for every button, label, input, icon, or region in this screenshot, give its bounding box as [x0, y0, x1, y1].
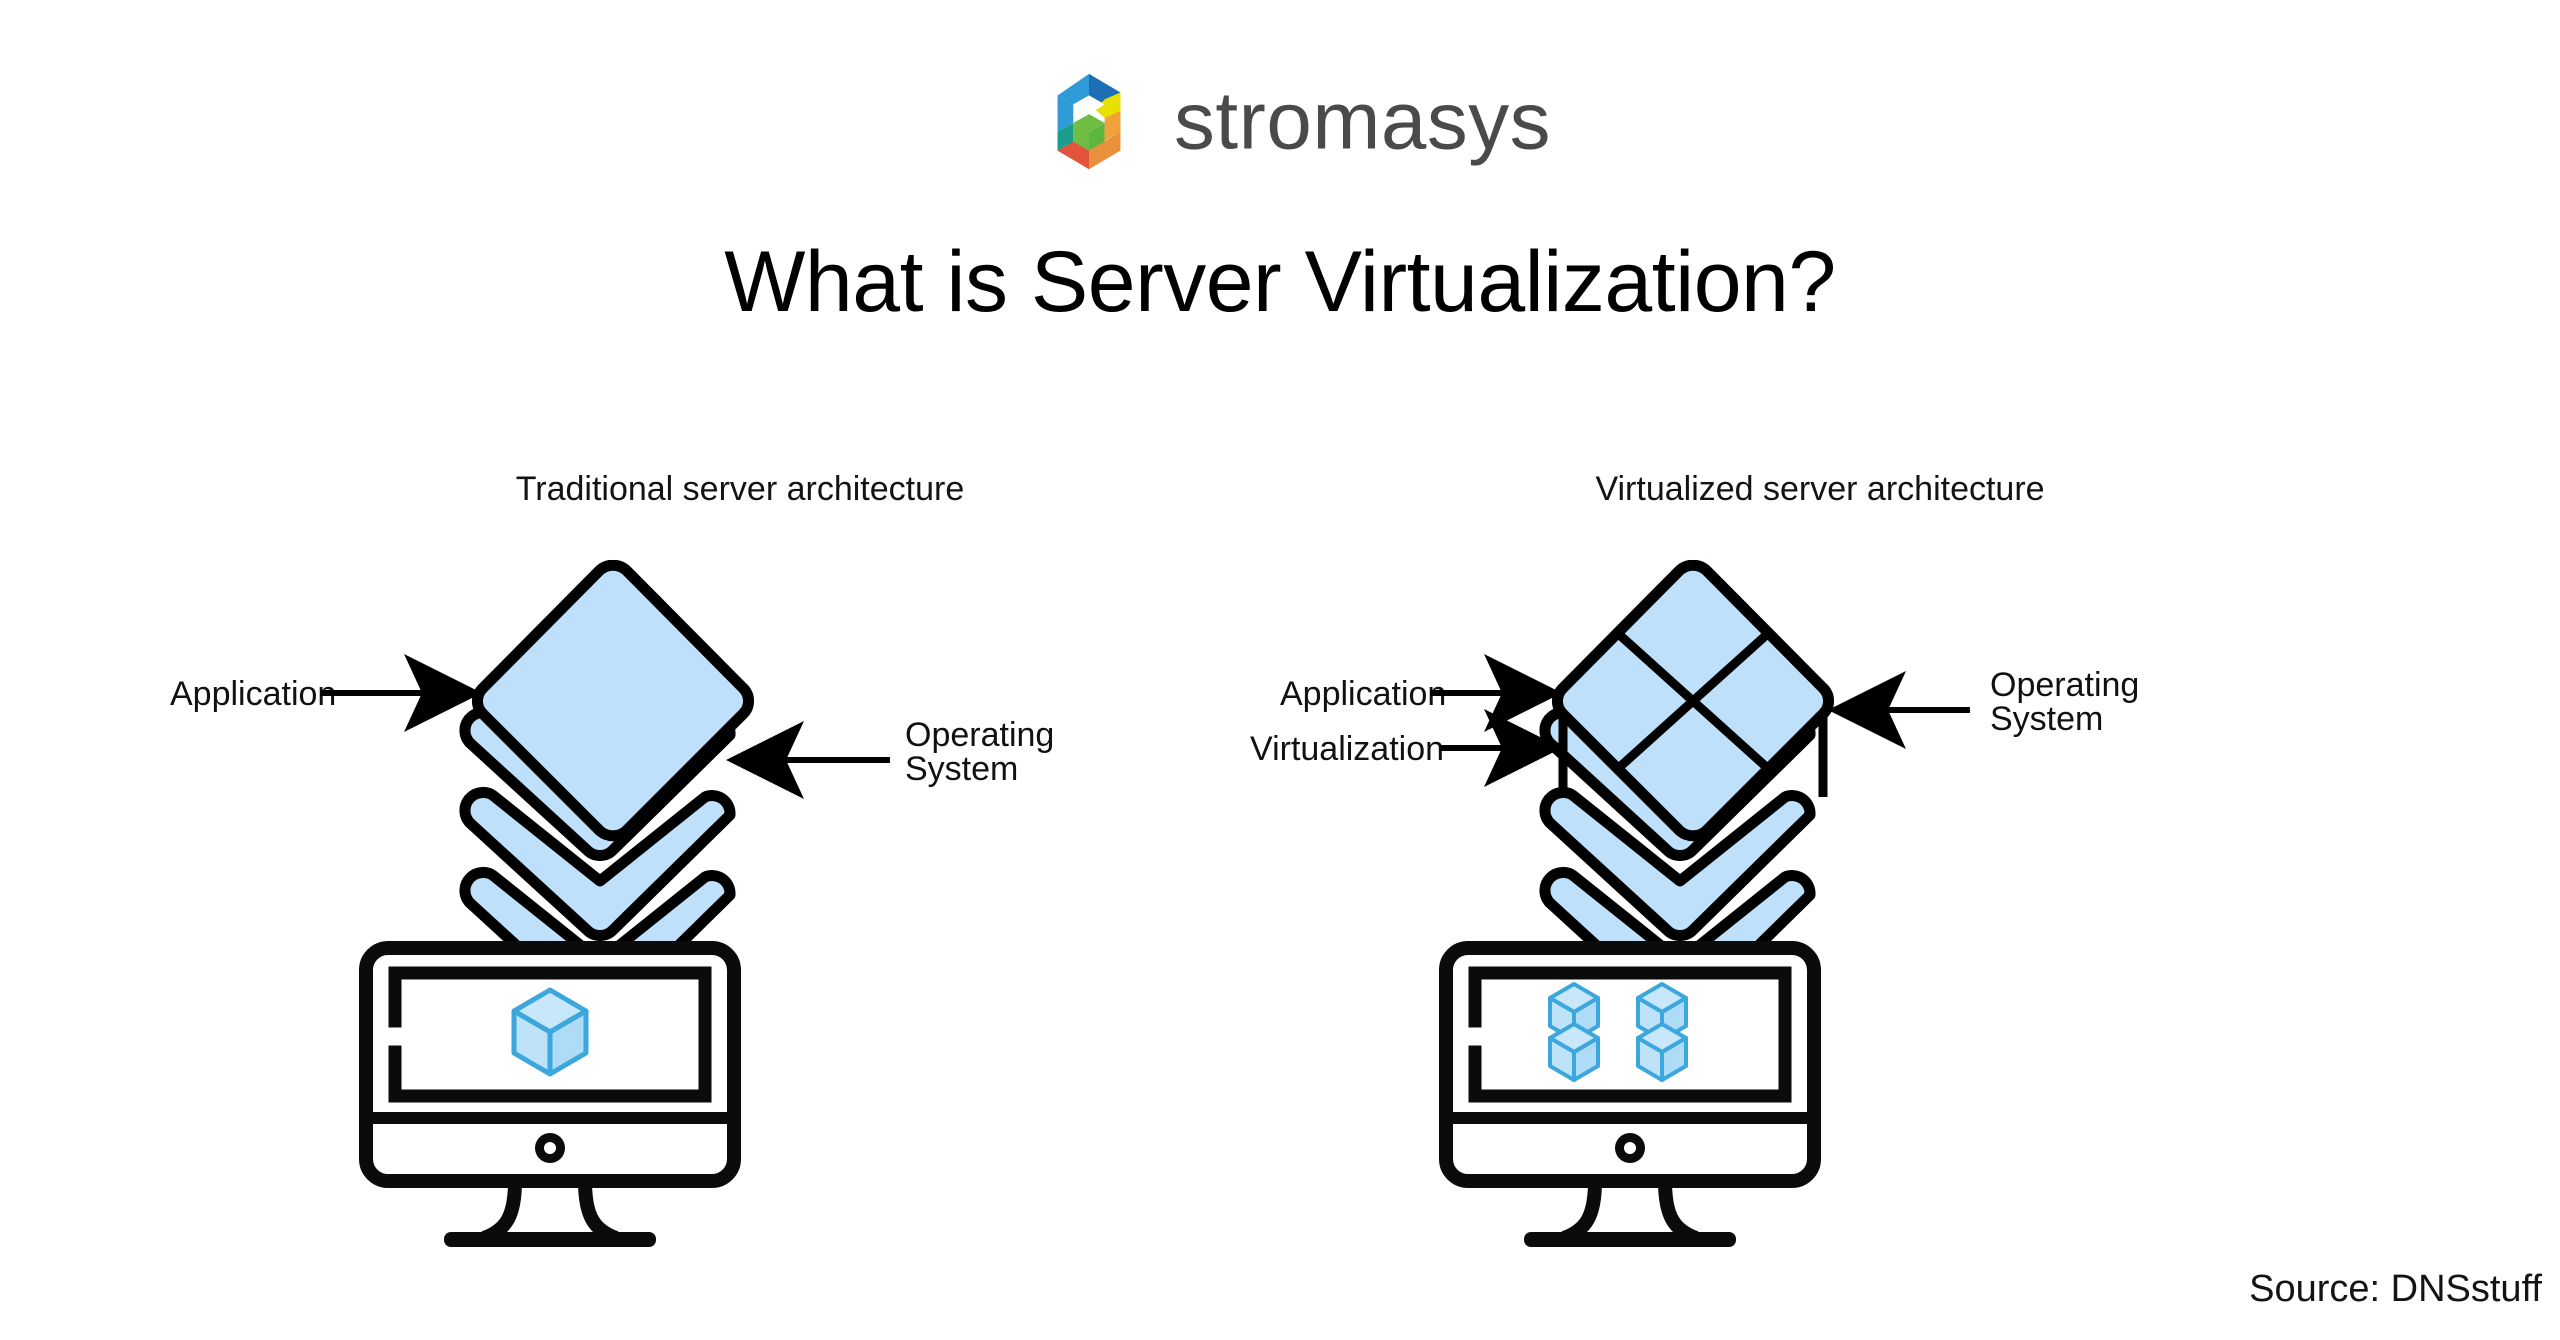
monitor-stand-left — [481, 1180, 522, 1245]
monitor-cube-3 — [1548, 1022, 1600, 1082]
layer-stack-traditional — [459, 560, 754, 1021]
stack-layer-3 — [459, 786, 736, 941]
monitor-stand-left — [1561, 1180, 1602, 1245]
annotation-application: Application — [1280, 654, 1562, 732]
heading-traditional: Traditional server architecture — [515, 470, 965, 508]
annotation-application: Application — [170, 654, 482, 732]
monitor-stand-right — [578, 1180, 619, 1245]
quadrant-divider-b — [1593, 610, 1793, 792]
traditional-architecture-svg: Application Operating System — [170, 560, 1054, 1247]
annotation-operating-system-line1: Operating — [905, 716, 1054, 754]
annotation-application-label: Application — [170, 675, 336, 713]
monitor-stand-right — [1658, 1180, 1699, 1245]
annotation-virtualization-label: Virtualization — [1250, 730, 1444, 768]
annotation-operating-system: Operating System — [726, 716, 1054, 799]
annotation-virtualization: Virtualization — [1250, 709, 1562, 787]
monitor-camera-dot-center — [1624, 1142, 1636, 1154]
brand-name-text: stromasys — [1174, 82, 1551, 167]
monitor-cube-4 — [1636, 1022, 1688, 1082]
annotation-operating-system: Operating System — [1828, 666, 2139, 749]
monitor-base — [444, 1232, 656, 1247]
monitor-cube-1 — [1548, 982, 1600, 1042]
monitor-base — [1524, 1232, 1736, 1247]
page-title: What is Server Virtualization? — [724, 234, 1836, 330]
monitor-cube-1 — [511, 987, 589, 1077]
monitor-virtualized — [1439, 941, 1821, 1247]
brand-logo: stromasys — [1030, 60, 1550, 190]
monitor-screen-border — [1468, 966, 1792, 1103]
monitor-screen-border — [388, 966, 712, 1103]
diagram-traditional: Application Operating System — [170, 560, 1350, 1280]
monitor-traditional — [359, 941, 741, 1247]
annotation-operating-system-line2: System — [905, 750, 1018, 788]
annotation-application-label: Application — [1280, 675, 1446, 713]
diagram-virtualized: Application Virtualization Operating Sys… — [1250, 560, 2430, 1280]
source-credit: Source: DNSstuff — [2249, 1268, 2542, 1310]
quadrant-dividers — [1593, 610, 1793, 792]
stack-layer-4 — [1539, 866, 1816, 1021]
monitor-camera-dot-center — [544, 1142, 556, 1154]
virtualized-architecture-svg: Application Virtualization Operating Sys… — [1250, 560, 2139, 1247]
annotation-operating-system-line2: System — [1990, 700, 2103, 738]
heading-virtualized: Virtualized server architecture — [1595, 470, 2045, 508]
stack-layer-3 — [1539, 786, 1816, 941]
stack-layer-4 — [459, 866, 736, 1021]
stromasys-wordmark: stromasys — [1174, 82, 1551, 167]
annotation-operating-system-line1: Operating — [1990, 666, 2139, 704]
stromasys-hex-logo-icon — [1057, 73, 1121, 170]
